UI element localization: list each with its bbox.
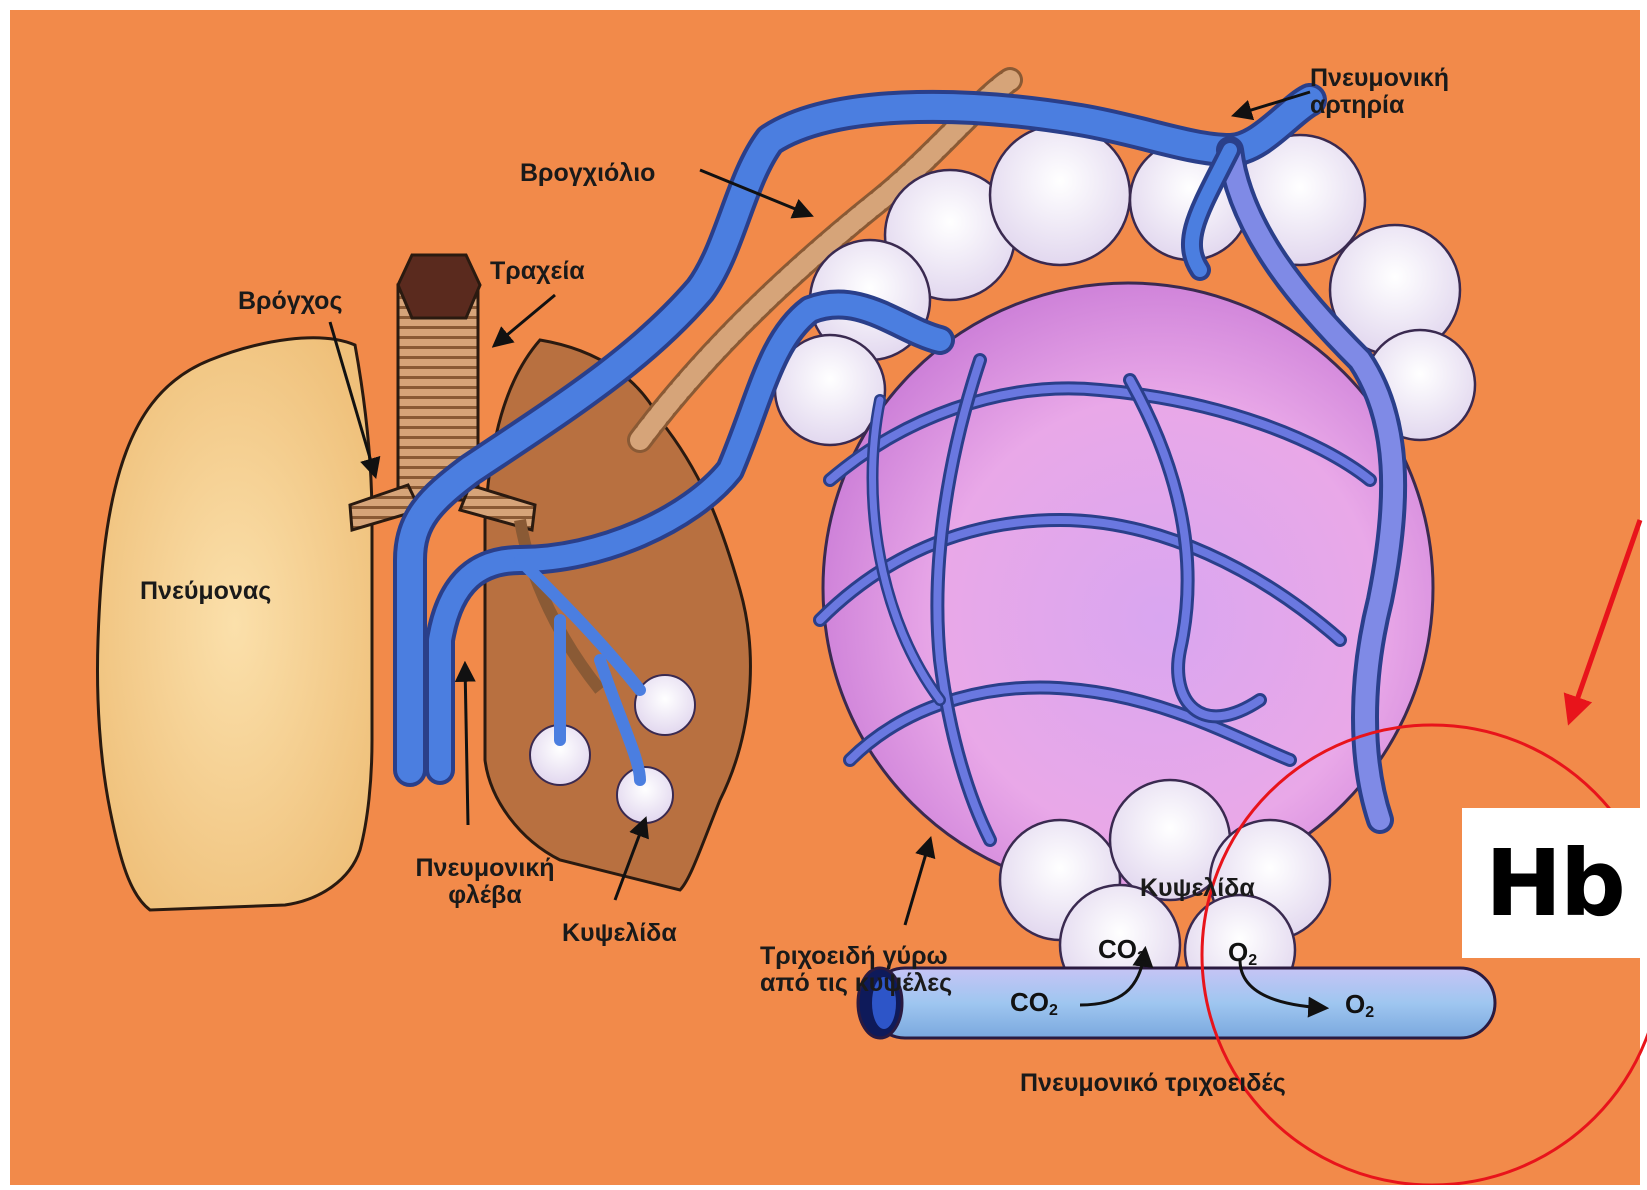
label-alveolus-small: Κυψελίδα	[562, 920, 677, 947]
label-alveolus-large: Κυψελίδα	[1140, 875, 1255, 902]
label-pulmonary-capillary: Πνευμονικό τριχοειδές	[1020, 1070, 1286, 1097]
gas-co2-upper-text: CO	[1098, 934, 1137, 964]
label-lung: Πνεύμονας	[140, 578, 271, 605]
gas-o2-upper-text: O	[1228, 937, 1248, 967]
gas-co2-lower-text: CO	[1010, 987, 1049, 1017]
trachea-opening	[398, 255, 480, 318]
label-bronchiole: Βρογχιόλιο	[520, 160, 655, 187]
gas-o2-lower: O2	[1345, 990, 1374, 1027]
gas-co2-lower-sub: 2	[1049, 1002, 1058, 1019]
label-pulmonary-vein: Πνευμονική φλέβα	[395, 855, 575, 909]
hb-label: Hb	[1485, 830, 1624, 937]
hb-label-box: Hb	[1462, 808, 1647, 958]
gas-o2-upper: O2	[1228, 938, 1257, 975]
gas-co2-lower: CO2	[1010, 988, 1058, 1025]
label-bronchus: Βρόγχος	[238, 288, 342, 315]
left-lung	[98, 338, 373, 910]
gas-o2-lower-sub: 2	[1365, 1004, 1374, 1021]
label-capillaries-around-alveoli: Τριχοειδή γύρω από τις κυψέλες	[760, 943, 1020, 997]
gas-o2-upper-sub: 2	[1248, 952, 1257, 969]
label-trachea: Τραχεία	[490, 258, 585, 285]
gas-co2-upper-sub: 2	[1137, 949, 1146, 966]
label-pulmonary-artery: Πνευμονική αρτηρία	[1310, 65, 1449, 119]
gas-o2-lower-text: O	[1345, 989, 1365, 1019]
gas-co2-upper: CO2	[1098, 935, 1146, 972]
